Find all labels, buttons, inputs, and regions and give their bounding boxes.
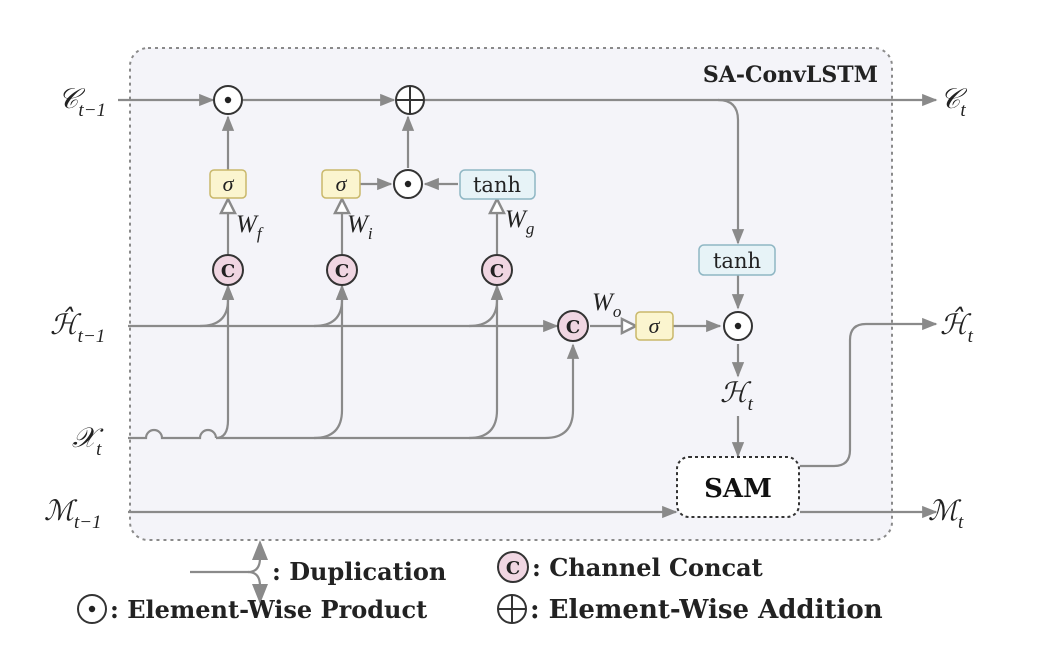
svg-text:σ: σ [223,171,235,196]
addition-node [395,85,425,115]
panel-title: SA-ConvLSTM [703,62,878,88]
weight-label-g: Wg [505,206,534,238]
input-label-m-prev: ℳt−1 [44,496,102,533]
svg-text:SAM: SAM [704,474,772,504]
concat-legend-icon: C [497,551,529,583]
forget-product-node [213,85,243,115]
svg-text:C: C [490,261,504,282]
weight-label-f: Wf [236,211,264,243]
svg-text:tanh: tanh [473,173,521,197]
svg-text:σ: σ [336,171,348,196]
addition-legend-icon [497,594,527,624]
wire-c-to-tanh [717,98,745,245]
svg-text:C: C [506,558,520,579]
wires [118,93,938,519]
svg-text:tanh: tanh [713,249,761,273]
weight-label-o: Wo [592,289,621,321]
output-product-node [723,311,753,341]
output-label-c-t: 𝒞t [940,84,968,121]
svg-text:C: C [566,317,580,338]
legend-addition-label: : Element-Wise Addition [530,595,883,625]
concat-node-o: C [557,310,589,342]
sa-convlstm-panel [129,47,893,541]
wire-x-t [128,428,218,440]
legend-concat-label: : Channel Concat [532,553,763,582]
input-product-node [393,169,423,199]
svg-text:C: C [221,261,235,282]
output-label-h-hat-t: ℋ̂t [940,306,974,347]
product-legend-icon [77,594,107,624]
concat-node-g: C [481,254,513,286]
tanh-cell-box: tanh [698,244,776,276]
legend-product-label: : Element-Wise Product [110,595,427,624]
weight-label-i: Wi [347,211,373,243]
concat-node-f: C [212,254,244,286]
sam-module: SAM [676,456,800,518]
legend: : Duplication C : Channel Concat : Eleme… [77,540,883,625]
duplication-icon [190,540,268,604]
svg-text:C: C [335,261,349,282]
svg-text:σ: σ [649,313,661,338]
sigma-input-box: σ [321,169,361,199]
wire-sam-to-h-hat [800,317,938,468]
sigma-forget-box: σ [209,169,247,199]
wire-x-dup-o [469,343,580,440]
input-label-c-prev: 𝒞t−1 [58,84,106,121]
concat-node-i: C [326,254,358,286]
output-label-m-t: ℳt [928,496,964,533]
input-label-h-prev: ℋ̂t−1 [50,306,105,347]
internal-label-h-t: ℋt [720,378,754,415]
legend-duplication-label: : Duplication [272,557,446,586]
sigma-output-box: σ [635,311,674,341]
input-label-x-t: 𝒳t [72,423,104,460]
tanh-gate-box: tanh [459,169,536,200]
